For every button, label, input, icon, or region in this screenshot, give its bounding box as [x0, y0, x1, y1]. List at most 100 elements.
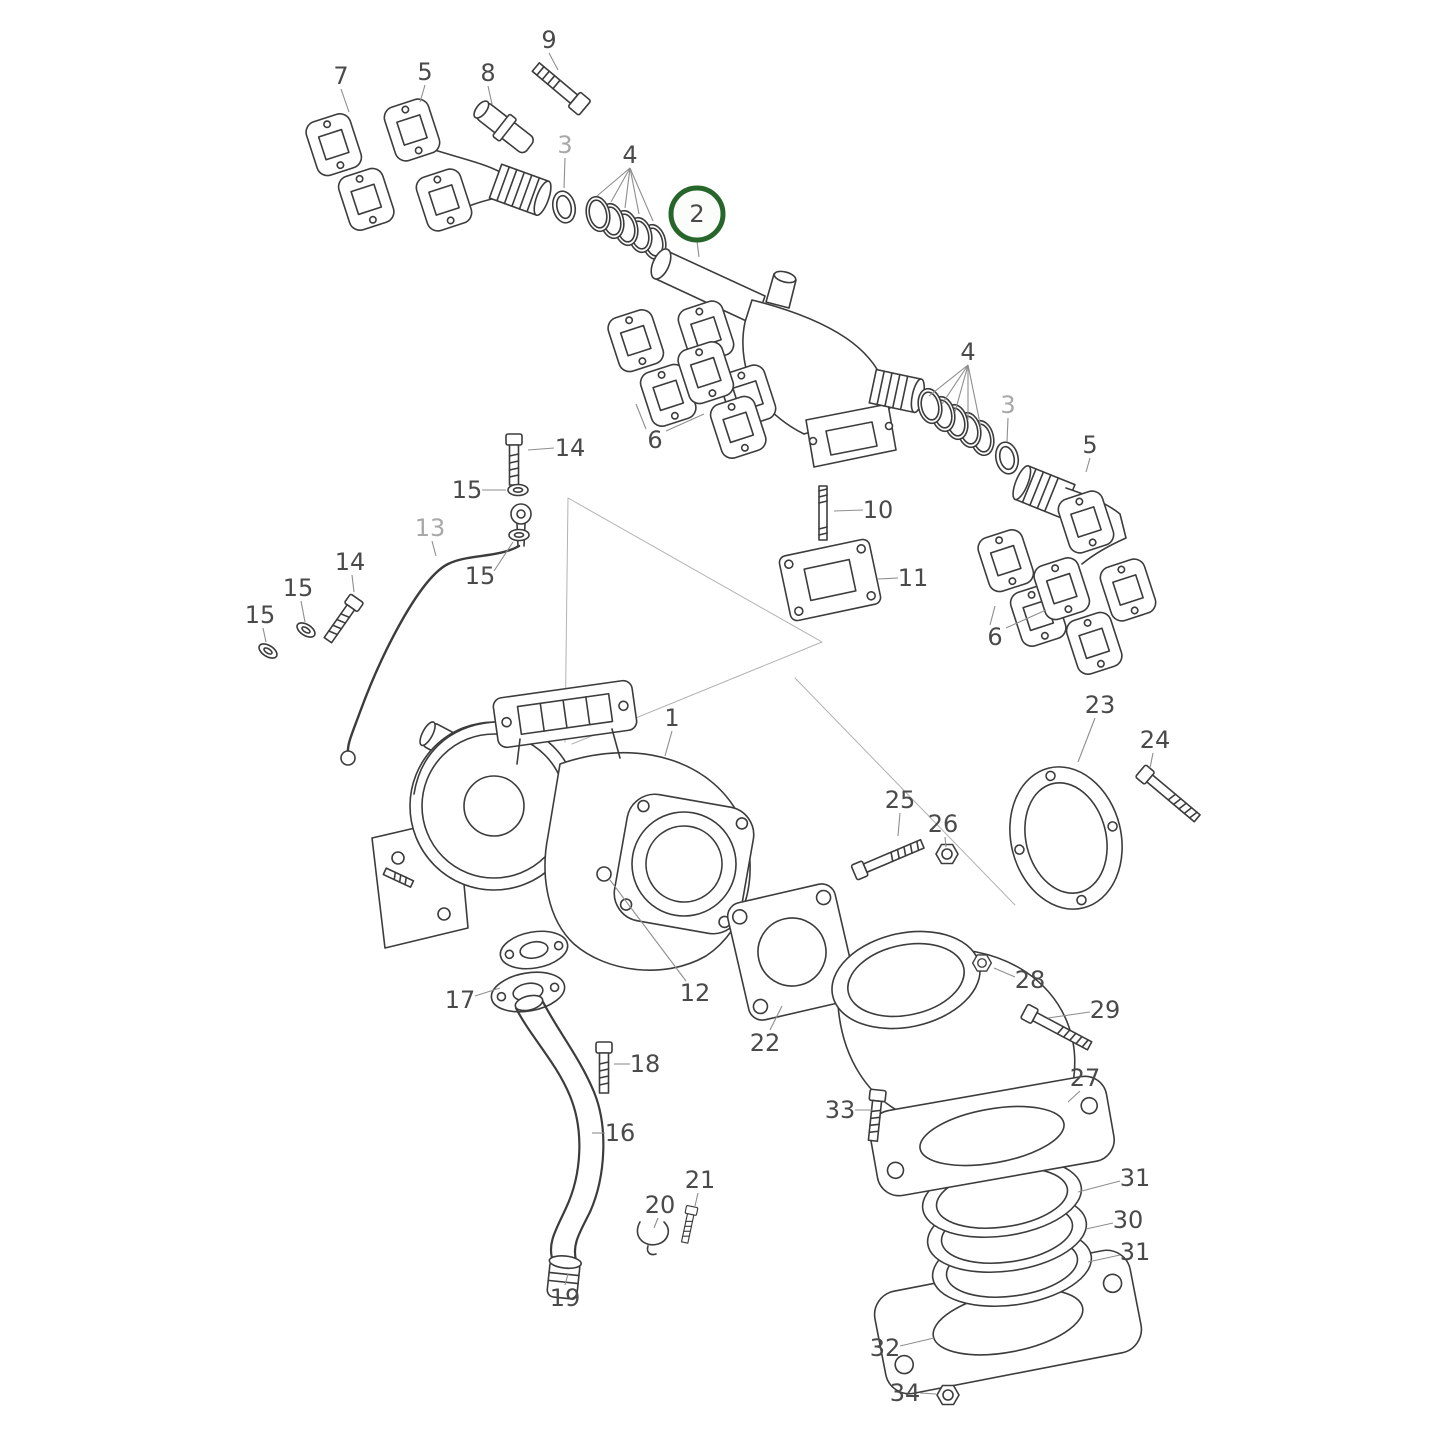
leader-line	[629, 167, 654, 222]
part-label-34[interactable]: 34	[890, 1379, 921, 1407]
washer-15-drawing	[507, 483, 529, 497]
seal-ring-23-drawing	[1009, 766, 1123, 910]
leader-line	[954, 364, 969, 413]
part-label-11[interactable]: 11	[898, 564, 929, 592]
leader-line	[596, 167, 631, 197]
part-label-31[interactable]: 31	[1120, 1164, 1151, 1192]
leader-line	[624, 167, 631, 209]
leader-line	[262, 627, 267, 643]
leader-line	[564, 1273, 569, 1286]
part-label-32[interactable]: 32	[870, 1334, 901, 1362]
part-label-19[interactable]: 19	[550, 1284, 581, 1312]
leader-line	[474, 987, 501, 997]
washer-15-drawing	[293, 619, 319, 641]
part-label-3[interactable]: 3	[1000, 391, 1015, 419]
o-ring-3-left-drawing	[549, 188, 579, 226]
leader-line	[928, 364, 969, 397]
o-ring-3-right-drawing	[992, 439, 1022, 477]
part-label-14[interactable]: 14	[555, 434, 586, 462]
part-label-31[interactable]: 31	[1120, 1238, 1151, 1266]
leader-lines-layer	[262, 52, 1154, 1395]
part-label-6[interactable]: 6	[987, 623, 1002, 651]
leader-line	[993, 967, 1016, 978]
part-label-4[interactable]: 4	[960, 338, 975, 366]
leader-line	[664, 730, 673, 757]
part-label-3[interactable]: 3	[557, 131, 572, 159]
nut-26-drawing	[935, 843, 959, 865]
leader-line	[629, 167, 640, 215]
leader-line	[833, 509, 864, 512]
gasket-plate-11-drawing	[778, 538, 882, 622]
leader-line	[653, 1217, 659, 1229]
manifold-gasket-7-drawing	[303, 107, 397, 238]
stud-10-drawing	[818, 485, 828, 541]
part-label-13[interactable]: 13	[415, 514, 446, 542]
leader-line	[610, 167, 631, 203]
leader-line	[989, 605, 996, 626]
part-label-15[interactable]: 15	[283, 574, 314, 602]
part-label-9[interactable]: 9	[541, 26, 556, 54]
leader-line	[340, 88, 350, 113]
drain-gasket-17-drawing	[490, 971, 566, 1013]
leader-line	[1077, 717, 1096, 763]
leader-line	[899, 1337, 935, 1347]
connector-pipe-8-drawing	[473, 100, 534, 154]
part-label-21[interactable]: 21	[685, 1166, 716, 1194]
part-label-24[interactable]: 24	[1140, 726, 1171, 754]
part-label-17[interactable]: 17	[445, 986, 476, 1014]
part-label-29[interactable]: 29	[1090, 996, 1121, 1024]
leader-line	[1087, 1254, 1121, 1263]
part-label-6[interactable]: 6	[647, 426, 662, 454]
nut-34-drawing	[936, 1384, 960, 1406]
seal-rings-4-left-drawing	[582, 193, 670, 263]
leader-line	[1149, 752, 1154, 769]
part-label-23[interactable]: 23	[1085, 691, 1116, 719]
leader-line	[696, 240, 700, 258]
part-label-20[interactable]: 20	[645, 1191, 676, 1219]
part-label-8[interactable]: 8	[480, 59, 495, 87]
part-label-12[interactable]: 12	[680, 979, 711, 1007]
part-label-2[interactable]: 2	[689, 200, 704, 228]
part-label-5[interactable]: 5	[1082, 431, 1097, 459]
part-label-16[interactable]: 16	[605, 1119, 636, 1147]
leader-line	[1085, 1222, 1114, 1230]
part-label-18[interactable]: 18	[630, 1050, 661, 1078]
oil-supply-line-13-drawing	[340, 503, 532, 766]
part-label-5[interactable]: 5	[417, 58, 432, 86]
leader-line	[563, 157, 566, 189]
part-label-22[interactable]: 22	[750, 1029, 781, 1057]
selected-part-highlight-ring	[668, 185, 726, 243]
part-label-33[interactable]: 33	[825, 1096, 856, 1124]
exhaust-manifold-right-drawing	[1012, 464, 1160, 625]
leader-line	[635, 403, 647, 430]
exhaust-manifold-center-drawing	[650, 248, 926, 468]
leader-line	[665, 413, 705, 432]
part-label-7[interactable]: 7	[333, 62, 348, 90]
part-label-15[interactable]: 15	[465, 562, 496, 590]
hose-clamp-20-drawing	[636, 1221, 670, 1256]
leader-line	[897, 812, 901, 837]
leader-line	[919, 1392, 937, 1395]
part-label-26[interactable]: 26	[928, 810, 959, 838]
part-label-15[interactable]: 15	[245, 601, 276, 629]
oil-drain-tube-16-drawing	[514, 994, 605, 1300]
leader-line	[493, 541, 514, 572]
banjo-bolt-14-drawing	[320, 592, 365, 646]
part-label-27[interactable]: 27	[1070, 1064, 1101, 1092]
part-label-10[interactable]: 10	[863, 496, 894, 524]
leader-line	[609, 879, 687, 982]
part-label-25[interactable]: 25	[885, 786, 916, 814]
washer-15-drawing	[255, 640, 281, 662]
leader-line	[877, 577, 899, 580]
stud-bolt-9-drawing	[531, 62, 591, 116]
part-label-1[interactable]: 1	[664, 704, 679, 732]
part-label-30[interactable]: 30	[1113, 1206, 1144, 1234]
part-label-28[interactable]: 28	[1015, 966, 1046, 994]
leader-line	[1047, 1011, 1091, 1019]
part-label-4[interactable]: 4	[622, 141, 637, 169]
part-label-14[interactable]: 14	[335, 548, 366, 576]
part-label-15[interactable]: 15	[452, 476, 483, 504]
leader-line	[1006, 417, 1009, 443]
